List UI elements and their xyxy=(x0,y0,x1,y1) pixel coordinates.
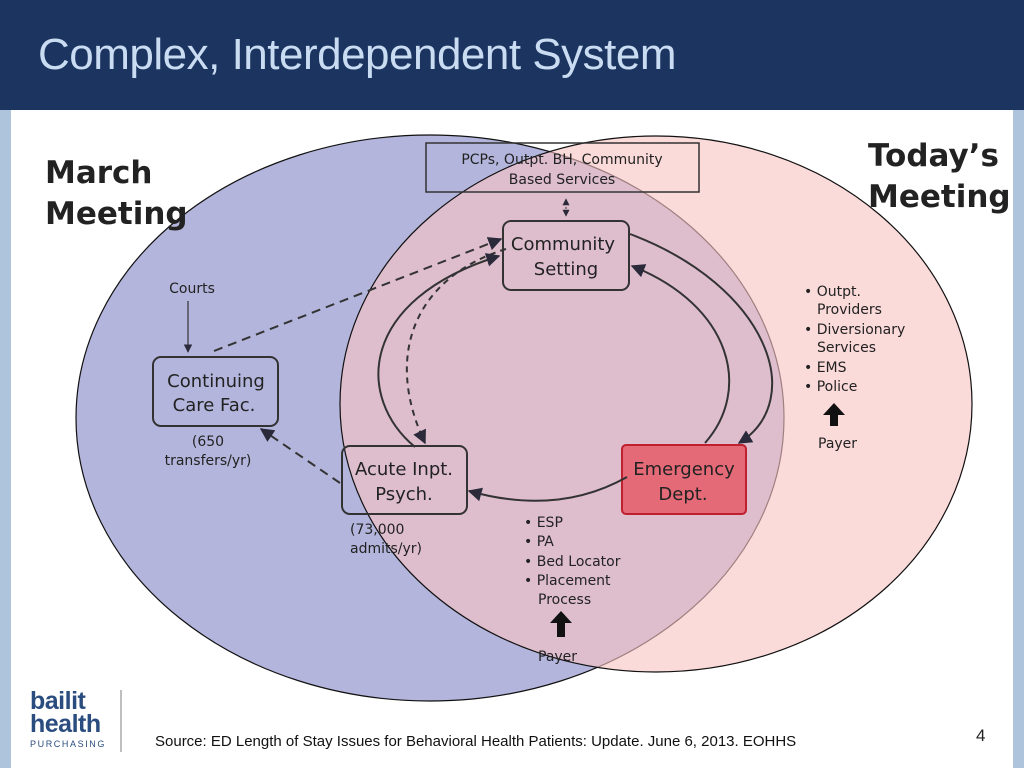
right-bullet-2: • Diversionary xyxy=(804,322,905,338)
bottom-bullet-2: • PA xyxy=(524,534,554,550)
title-bar: Complex, Interdependent System xyxy=(0,0,1024,110)
community-setting-text: Community xyxy=(511,234,616,255)
page-number: 4 xyxy=(976,726,986,745)
right-bullet-2b: Services xyxy=(817,340,876,356)
psych-note: (73,000 xyxy=(350,522,404,538)
psych-note-2: admits/yr) xyxy=(350,541,422,557)
continuing-care-box xyxy=(152,356,279,427)
bottom-payer-label: Payer xyxy=(538,649,577,665)
solid-arrow-psych-to-community xyxy=(377,253,501,448)
community-setting-text-2: Setting xyxy=(534,259,598,280)
emergency-dept-text: Emergency xyxy=(633,459,735,480)
solid-arrow-emergency-to-psych xyxy=(467,476,628,502)
continuing-care-text-2: Care Fac. xyxy=(173,395,256,416)
right-bullet-1b: Providers xyxy=(817,302,882,318)
right-bullet-4: • Police xyxy=(804,379,857,395)
slide-title: Complex, Interdependent System xyxy=(38,30,677,79)
acute-psych-box xyxy=(341,445,468,515)
right-bullet-1: • Outpt. xyxy=(804,284,861,300)
community-setting-box xyxy=(502,220,630,291)
right-payer-label: Payer xyxy=(818,436,857,452)
emergency-dept-text-2: Dept. xyxy=(658,484,707,505)
community-services-box xyxy=(425,142,700,193)
bailit-logo: bailit health PURCHASING xyxy=(30,687,130,756)
courts-label: Courts xyxy=(169,281,215,297)
community-services-text-2: Based Services xyxy=(509,172,615,188)
bottom-bullet-3: • Bed Locator xyxy=(524,554,621,570)
todays-meeting-label: Today’s xyxy=(868,138,999,174)
march-meeting-label-2: Meeting xyxy=(45,196,188,232)
cc-note: (650 xyxy=(192,434,224,450)
logo-line-3: PURCHASING xyxy=(30,739,107,749)
solid-arrow-community-to-emergency xyxy=(629,233,774,444)
acute-psych-text: Acute Inpt. xyxy=(355,459,453,480)
todays-meeting-label-2: Meeting xyxy=(868,179,1011,215)
dashed-arrow-psych-to-continuing xyxy=(259,428,341,484)
logo-divider xyxy=(120,690,122,752)
up-arrow-icon xyxy=(823,403,845,426)
slide-frame xyxy=(0,110,1024,768)
dashed-arrow-community-to-psych xyxy=(405,248,507,445)
up-arrow-icon-2 xyxy=(550,611,572,637)
cc-note-2: transfers/yr) xyxy=(165,453,252,469)
dashed-arrow-continuing-to-community xyxy=(213,237,503,352)
logo-line-2: health xyxy=(30,710,101,738)
continuing-care-text: Continuing xyxy=(167,371,265,392)
march-meeting-label: March xyxy=(45,155,153,191)
solid-arrow-emergency-to-community xyxy=(630,264,731,444)
bottom-bullet-4: • Placement xyxy=(524,573,611,589)
todays-meeting-circle xyxy=(339,135,973,673)
bottom-bullet-4b: Process xyxy=(538,592,591,608)
logo-line-1: bailit xyxy=(30,687,86,715)
community-services-text: PCPs, Outpt. BH, Community xyxy=(461,152,662,168)
source-note: Source: ED Length of Stay Issues for Beh… xyxy=(155,733,797,750)
acute-psych-text-2: Psych. xyxy=(375,484,433,505)
right-bullet-3: • EMS xyxy=(804,360,847,376)
bottom-bullet-1: • ESP xyxy=(524,515,563,531)
